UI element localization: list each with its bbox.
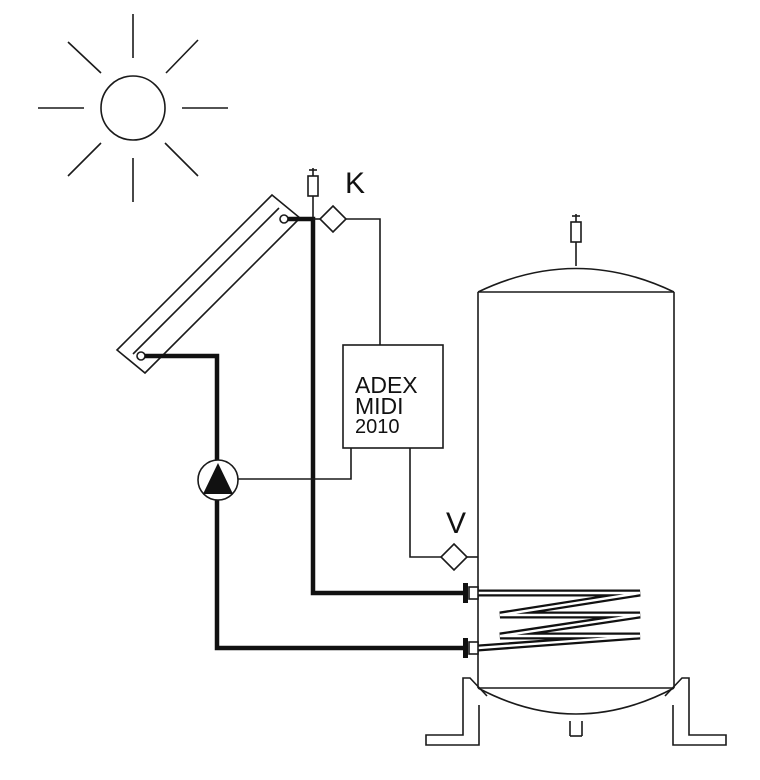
return-pipe-upper	[145, 353, 220, 460]
sensor-v-label: V	[446, 507, 466, 540]
controller-line3: 2010	[355, 416, 400, 438]
coil-flange-top	[463, 583, 479, 603]
sun-icon	[38, 14, 228, 202]
collector-inlet-port	[136, 351, 146, 361]
return-pipe-lower	[214, 500, 465, 651]
controller-line2: MIDI	[355, 393, 404, 419]
sensor-v-wire	[409, 448, 441, 558]
pump-control-wire	[238, 448, 352, 480]
air-vent-icon	[570, 214, 582, 266]
sensor-k-label: K	[345, 167, 365, 200]
sensor-diamond-icon	[439, 542, 478, 572]
collector-outlet-port	[279, 214, 289, 224]
hot-supply-pipe	[288, 216, 465, 596]
sensor-diamond-icon	[313, 204, 348, 234]
heat-exchanger-coil	[477, 589, 641, 652]
controller-line1: ADEX	[355, 372, 418, 398]
coil-flange-bottom	[463, 638, 479, 658]
air-vent-icon	[307, 168, 319, 217]
tank-legs	[425, 677, 727, 746]
sensor-k-wire	[346, 218, 381, 345]
piping	[145, 216, 465, 651]
pump-icon	[197, 459, 239, 501]
storage-tank	[477, 267, 675, 737]
controller-box: ADEX MIDI 2010	[342, 344, 444, 449]
solar-collector	[115, 193, 302, 375]
